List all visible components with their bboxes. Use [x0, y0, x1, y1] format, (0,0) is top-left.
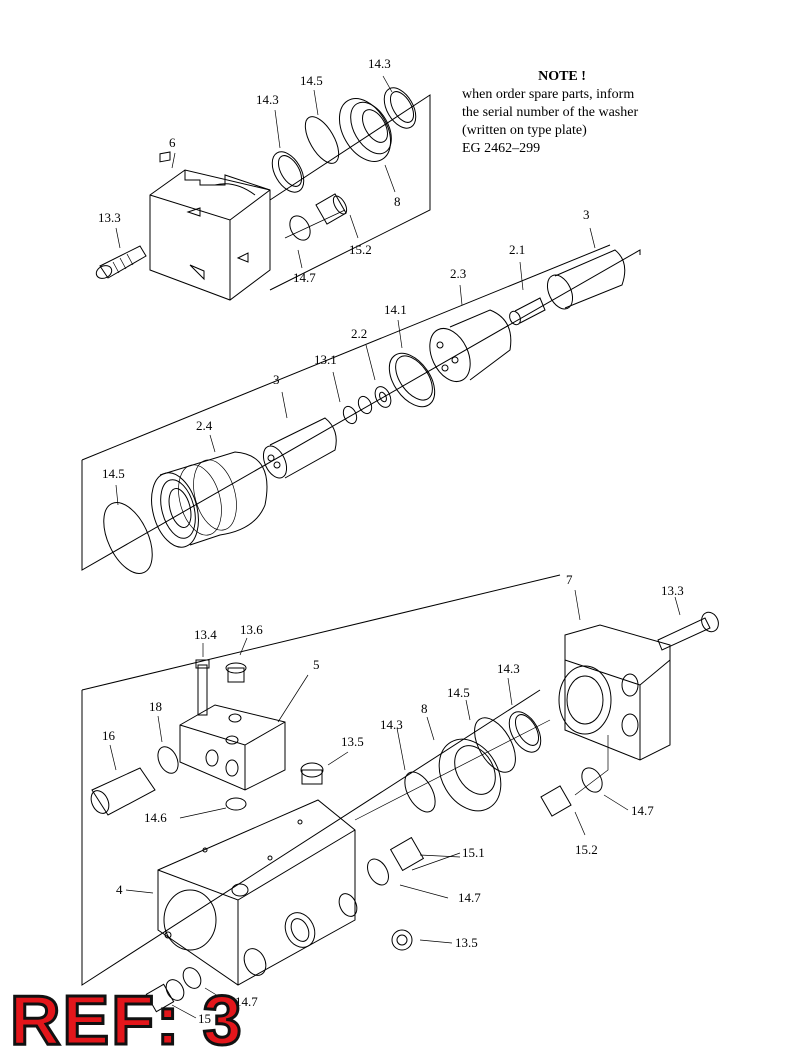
callout-14-5-top: 14.5	[300, 73, 323, 88]
screw-13-4	[195, 659, 210, 716]
lower-assembly	[81, 574, 719, 1013]
fitting-16	[90, 767, 156, 816]
plug-13-5-upper	[300, 762, 324, 785]
callout-5: 5	[313, 657, 320, 672]
callout-14-3-c: 14.3	[497, 661, 520, 676]
note-block: NOTE ! when order spare parts, inform th…	[462, 68, 662, 158]
valve-15-1	[389, 836, 425, 872]
callout-3-top: 3	[583, 207, 590, 222]
upper-valve-block-assembly	[95, 87, 431, 301]
spool-3-top	[546, 249, 626, 310]
note-line-4: EG 2462–299	[462, 141, 541, 156]
callout-14-1: 14.1	[384, 302, 407, 317]
callout-13-1: 13.1	[314, 352, 337, 367]
callout-15-bottom: 15	[198, 1011, 211, 1026]
callout-3-mid: 3	[273, 372, 280, 387]
callout-16: 16	[102, 728, 115, 743]
callout-14-5-mid: 14.5	[102, 466, 125, 481]
callout-2-4: 2.4	[196, 418, 213, 433]
callout-13-6: 13.6	[240, 622, 263, 637]
callout-13-5-a: 13.5	[341, 734, 364, 749]
block-7	[558, 624, 671, 761]
callout-13-3-top: 13.3	[98, 210, 121, 225]
callout-15-1: 15.1	[462, 845, 485, 860]
callout-8-top: 8	[394, 194, 401, 209]
ref-badge: REF: 3	[9, 981, 244, 1059]
callout-14-7-mid: 14.7	[458, 890, 481, 905]
leader-lines	[109, 75, 681, 1019]
pin-2-1	[509, 297, 546, 326]
valve-15-2-top	[315, 193, 348, 225]
body-2-4	[151, 451, 268, 548]
note-line-1: when order spare parts, inform	[462, 87, 635, 102]
callout-15-2-right: 15.2	[575, 842, 598, 857]
callout-14-5-low: 14.5	[447, 685, 470, 700]
callout-13-5-b: 13.5	[455, 935, 478, 950]
block-5	[179, 704, 286, 791]
callout-14-7-bottom: 14.7	[235, 994, 258, 1009]
plug-13-6	[225, 662, 247, 683]
valve-15-2-right	[540, 785, 572, 817]
callout-7: 7	[566, 572, 573, 587]
callout-14-3-b: 14.3	[368, 56, 391, 71]
callout-14-3-a: 14.3	[256, 92, 279, 107]
callout-15-2-top: 15.2	[349, 242, 372, 257]
sleeve-2-3	[429, 309, 512, 382]
callout-13-3-right: 13.3	[661, 583, 684, 598]
bolt-13-3-right	[657, 611, 719, 651]
callout-14-7-right: 14.7	[631, 803, 654, 818]
callout-6: 6	[169, 135, 176, 150]
callout-14-7-top: 14.7	[293, 270, 316, 285]
callout-14-6: 14.6	[144, 810, 167, 825]
bolt-13-3-top	[95, 245, 147, 279]
note-line-3: (written on type plate)	[462, 123, 587, 138]
callout-4: 4	[116, 882, 123, 897]
callout-2-3: 2.3	[450, 266, 467, 281]
callout-18: 18	[149, 699, 162, 714]
note-title: NOTE !	[538, 69, 586, 84]
plug-13-5-lower	[391, 929, 413, 951]
callout-2-1: 2.1	[509, 242, 526, 257]
callout-14-3-d: 14.3	[380, 717, 403, 732]
note-line-2: the serial number of the washer	[462, 105, 639, 120]
callout-13-4: 13.4	[194, 627, 217, 642]
callout-2-2: 2.2	[351, 326, 368, 341]
spool-3-mid	[262, 417, 337, 479]
cartridge-assembly	[81, 244, 641, 574]
callout-8-low: 8	[421, 701, 428, 716]
valve-15-bottom	[145, 983, 175, 1013]
main-block-4	[157, 799, 358, 986]
